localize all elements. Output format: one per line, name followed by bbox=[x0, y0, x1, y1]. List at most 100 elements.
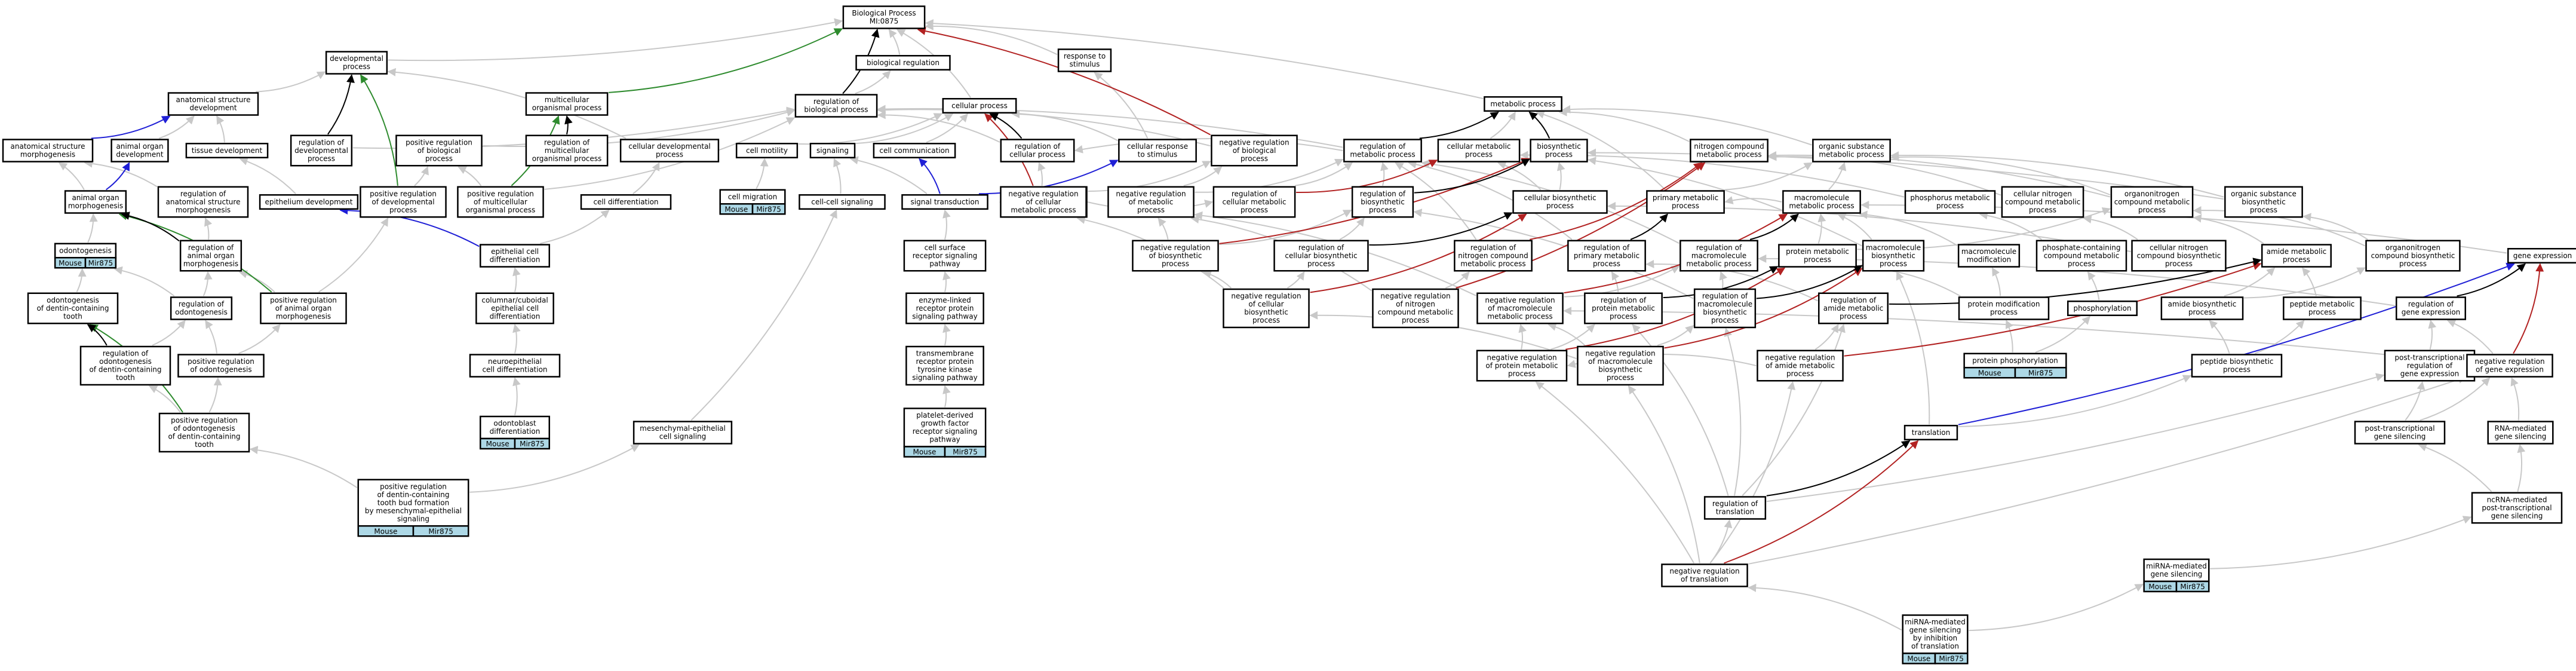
node-regmacrobio[interactable]: regulation ofmacromoleculebiosyntheticpr… bbox=[1693, 288, 1757, 329]
node-celldiff[interactable]: cell differentiation bbox=[580, 194, 672, 210]
node-cellsig[interactable]: cell-cell signaling bbox=[799, 194, 886, 210]
node-cellproc[interactable]: cellular process bbox=[942, 98, 1017, 114]
node-cellcomm[interactable]: cell communication bbox=[873, 143, 956, 158]
node-metab[interactable]: metabolic process bbox=[1484, 96, 1562, 112]
node-tissue[interactable]: tissue development bbox=[185, 143, 269, 158]
node-motility[interactable]: cell motility bbox=[735, 143, 799, 158]
node-bioreg[interactable]: biological regulation bbox=[855, 55, 951, 71]
node-signaling[interactable]: signaling bbox=[809, 143, 856, 158]
node-sigtrans[interactable]: signal transduction bbox=[901, 194, 988, 210]
node-phosphorylation[interactable]: phosphorylation bbox=[2067, 301, 2138, 316]
node-epidev[interactable]: epithelium development bbox=[259, 194, 359, 210]
node-translation[interactable]: translation bbox=[1903, 425, 1958, 440]
node-geneexp[interactable]: gene expression bbox=[2507, 248, 2576, 264]
